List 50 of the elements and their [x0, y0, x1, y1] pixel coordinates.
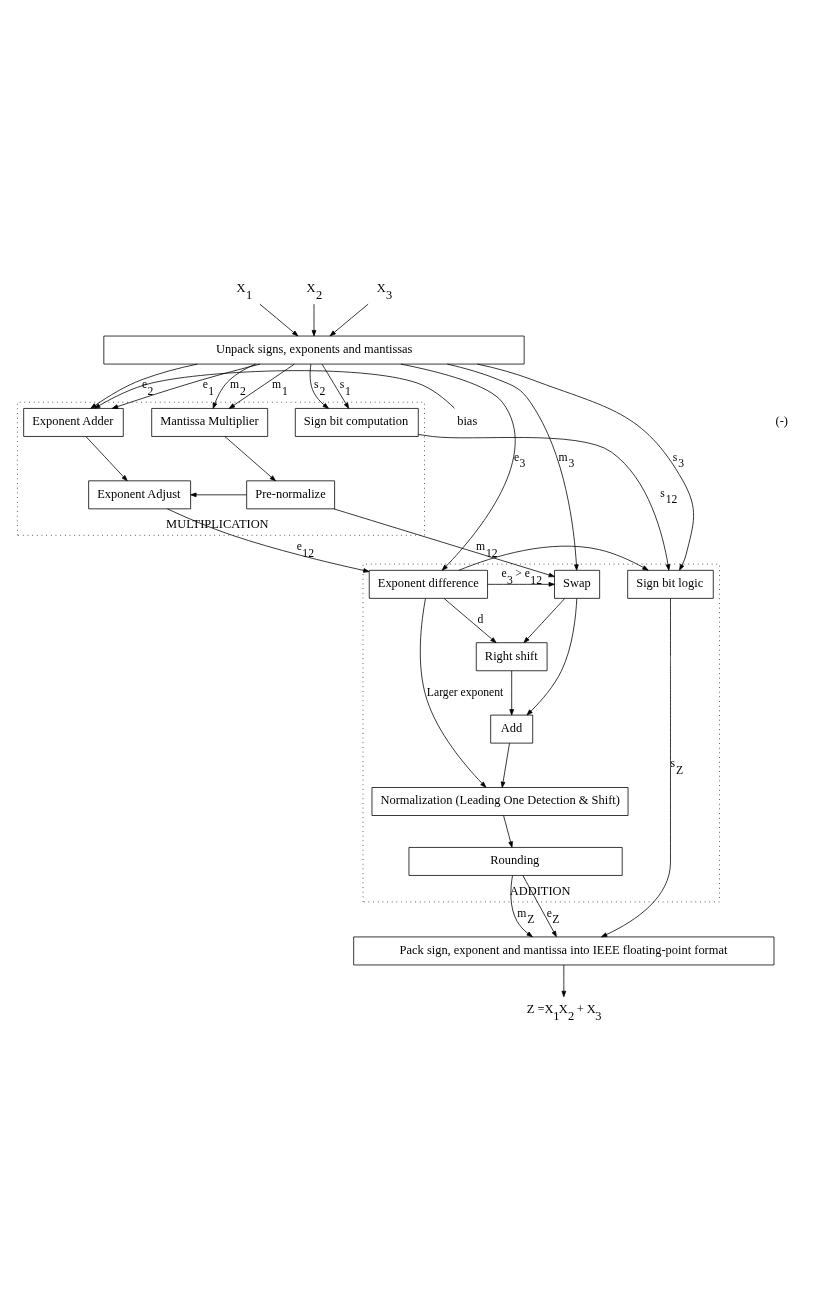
- arrow: [500, 742, 510, 788]
- arrow: [311, 303, 317, 337]
- node-box: Exponent difference: [368, 569, 488, 599]
- arrow: [522, 875, 557, 938]
- arrow: [446, 363, 579, 571]
- arrow: [321, 363, 350, 409]
- arrow: [333, 508, 555, 578]
- arrow: [111, 363, 261, 409]
- node-box: Normalization (Leading One Detection & Shift): [371, 787, 629, 816]
- arrow: [259, 303, 299, 337]
- node-box: Pack sign, exponent and mantissa into IEEE floating-point format: [353, 936, 775, 966]
- node-box: Mantissa Multiplier: [151, 408, 269, 437]
- arrow: [166, 508, 370, 573]
- arrow: [561, 964, 567, 998]
- label: (-): [775, 414, 788, 429]
- arrow: [523, 598, 566, 644]
- arrow: [503, 815, 513, 848]
- edge-label: Larger exponent: [426, 685, 504, 699]
- arrow: [417, 434, 671, 571]
- node-box: Sign bit logic: [627, 569, 714, 599]
- arrow: [510, 875, 533, 938]
- arrow: [212, 363, 256, 409]
- node-box: Add: [490, 714, 534, 744]
- arrow: [94, 370, 455, 409]
- arrow: [190, 492, 247, 498]
- arrow: [487, 582, 555, 587]
- arrow: [309, 363, 329, 409]
- arrow: [90, 363, 198, 409]
- arrow: [228, 363, 295, 409]
- arrow: [400, 363, 516, 571]
- node-box: Exponent Adjust: [88, 480, 191, 510]
- arrow: [85, 436, 128, 482]
- arrow: [419, 598, 487, 788]
- node-text: bias: [457, 414, 478, 429]
- arrow: [526, 598, 578, 716]
- arrow: [329, 303, 369, 337]
- node-box: Unpack signs, exponents and mantissas: [103, 335, 525, 365]
- arrow: [477, 363, 694, 571]
- node-box: Right shift: [475, 642, 548, 672]
- edge-label: d: [477, 613, 484, 627]
- node-box: Rounding: [408, 847, 623, 876]
- arrow: [509, 670, 514, 716]
- arrow: [458, 545, 649, 571]
- arrow: [443, 598, 497, 644]
- node-box: Pre-normalize: [246, 480, 335, 510]
- node-box: Swap: [554, 569, 601, 599]
- node-box: Sign bit computation: [294, 408, 419, 437]
- node-box: Exponent Adder: [23, 408, 124, 437]
- arrow: [601, 598, 671, 938]
- arrow: [224, 436, 276, 482]
